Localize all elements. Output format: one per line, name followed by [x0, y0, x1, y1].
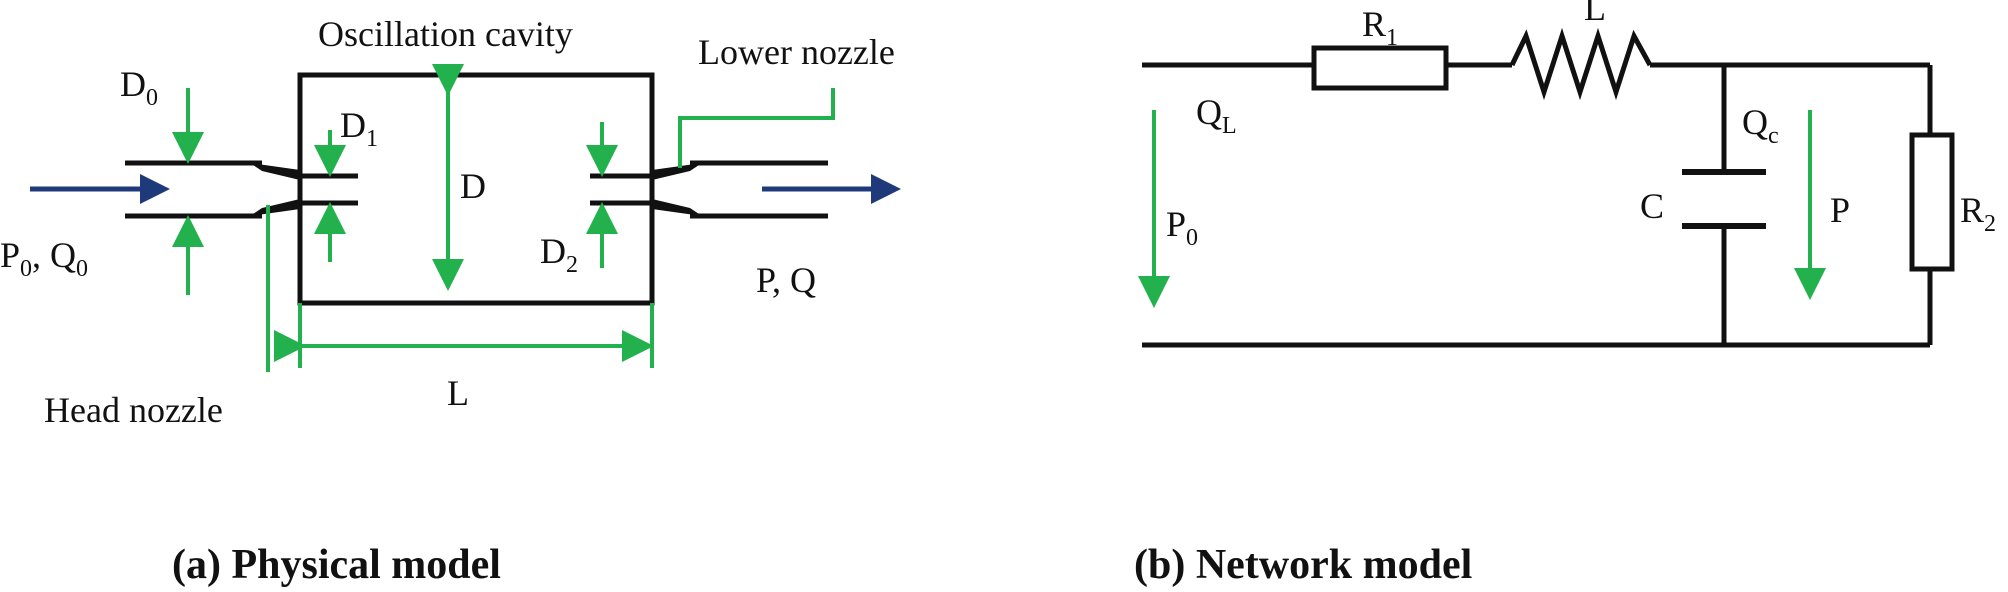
- network-model: R1 L QL Qc C P0 P R2 (b) Network model: [1134, 0, 1996, 588]
- qc-label: Qc: [1742, 102, 1779, 149]
- oscillation-cavity-label: Oscillation cavity: [318, 14, 573, 54]
- lower-nozzle-taper-bottom: [652, 199, 702, 216]
- head-nozzle-taper-top: [250, 163, 300, 180]
- r1-label: R1: [1362, 4, 1398, 51]
- d2-label: D2: [540, 231, 578, 278]
- network-model-caption: (b) Network model: [1134, 542, 1472, 588]
- oscillation-cavity-box: [297, 72, 655, 306]
- r2-resistor: [1909, 132, 1955, 272]
- d0-label: D0: [120, 64, 158, 111]
- capacitor-label: C: [1640, 186, 1664, 226]
- ql-label: QL: [1196, 92, 1237, 139]
- r1-resistor: [1311, 45, 1449, 91]
- r2-label: R2: [1960, 190, 1996, 237]
- l-label: L: [447, 373, 469, 413]
- inlet-pressure-flow-label: P0, Q0: [0, 235, 88, 282]
- inductor-coil: [1509, 27, 1653, 101]
- physical-model: Oscillation cavity Lower nozzle Head noz…: [0, 14, 901, 588]
- p0-label: P0: [1166, 204, 1198, 251]
- p-label: P: [1830, 190, 1850, 230]
- lower-nozzle-taper-top: [652, 163, 702, 180]
- physical-model-caption: (a) Physical model: [172, 542, 501, 588]
- head-nozzle-label: Head nozzle: [44, 390, 223, 430]
- inductor-label: L: [1584, 0, 1606, 28]
- d1-label: D1: [340, 105, 378, 152]
- head-nozzle-taper-bottom: [250, 199, 300, 216]
- outlet-pressure-flow-label: P, Q: [756, 260, 816, 300]
- lower-nozzle-label: Lower nozzle: [698, 32, 895, 72]
- d-label: D: [460, 166, 486, 206]
- lower-nozzle-leader: [678, 88, 835, 168]
